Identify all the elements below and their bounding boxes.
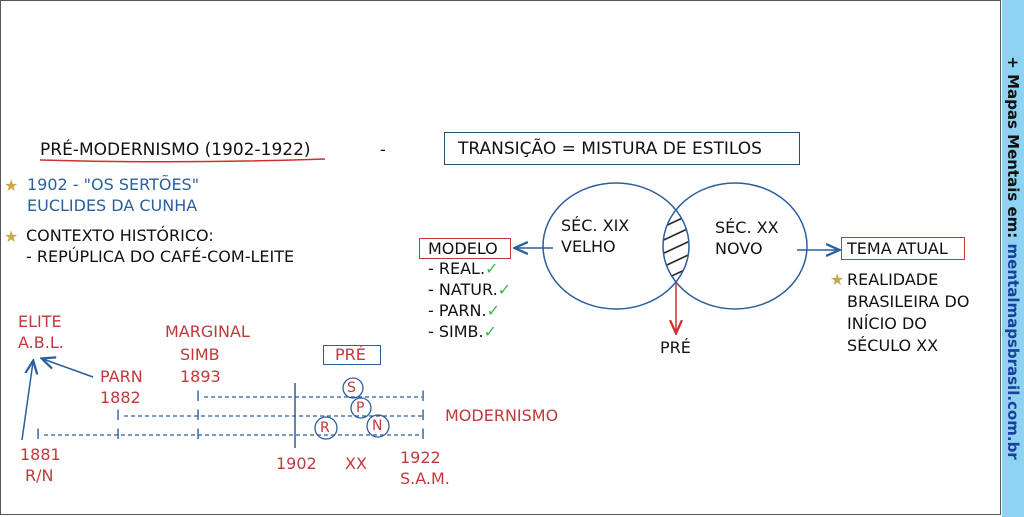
arrow-parn-to-elite bbox=[43, 359, 94, 378]
circle-label-r: R bbox=[320, 420, 330, 436]
star-icon: ★ bbox=[4, 176, 19, 195]
circle-label-p: P bbox=[356, 400, 365, 416]
simb-label: SIMB bbox=[180, 345, 220, 364]
tema-line: SÉCULO XX bbox=[847, 336, 939, 355]
timeline-tick: I bbox=[421, 389, 426, 405]
timeline-tick: I bbox=[421, 427, 426, 443]
year-1922: 1922 bbox=[400, 448, 441, 467]
modelo-item: - NATUR.✓ bbox=[428, 280, 512, 299]
timeline-tick: I bbox=[421, 408, 426, 424]
modelo-box: MODELO bbox=[419, 238, 511, 259]
marginal-label: MARGINAL bbox=[165, 322, 250, 341]
xx-label: XX bbox=[345, 454, 367, 473]
tema-line: BRASILEIRA DO bbox=[847, 292, 970, 311]
tema-label: TEMA ATUAL bbox=[847, 239, 948, 258]
check-icon: ✓ bbox=[483, 322, 498, 341]
circle-label-s: S bbox=[347, 380, 356, 396]
venn-left-line2: VELHO bbox=[561, 237, 616, 256]
parn-label: PARN bbox=[100, 367, 143, 386]
check-icon: ✓ bbox=[485, 259, 499, 278]
tema-line: INÍCIO DO bbox=[847, 314, 927, 333]
tema-box: TEMA ATUAL bbox=[841, 237, 965, 260]
tema-line: REALIDADE bbox=[847, 270, 939, 289]
star-icon: ★ bbox=[830, 270, 845, 289]
year-1882: 1882 bbox=[100, 388, 141, 407]
modelo-item: - SIMB.✓ bbox=[428, 322, 498, 341]
timeline-tick: I bbox=[116, 427, 121, 443]
sam-label: S.A.M. bbox=[400, 469, 450, 488]
page-title: PRÉ-MODERNISMO (1902-1922) bbox=[40, 140, 311, 160]
venn-right-line2: NOVO bbox=[715, 239, 763, 258]
check-icon: ✓ bbox=[497, 280, 512, 299]
note-contexto-line2: - REPÚPLICA DO CAFÉ-COM-LEITE bbox=[26, 247, 295, 266]
year-1893: 1893 bbox=[180, 367, 221, 386]
circle-label-n: N bbox=[372, 418, 383, 434]
sidebar-url-link[interactable]: mentalmapsbrasil.com.br bbox=[1004, 243, 1022, 460]
note-contexto-line1: CONTEXTO HISTÓRICO: bbox=[26, 226, 214, 245]
check-icon: ✓ bbox=[486, 301, 501, 320]
sidebar-text: + Mapas Mentais em: mentalmapsbrasil.com… bbox=[1004, 56, 1022, 460]
venn-intersection-label: PRÉ bbox=[660, 338, 691, 357]
rn-label: R/N bbox=[25, 466, 54, 485]
note-sertoes-line2: EUCLIDES DA CUNHA bbox=[27, 196, 198, 215]
pre-box: PRÉ bbox=[323, 345, 381, 365]
title-underline bbox=[39, 158, 326, 163]
transition-text: TRANSIÇÃO = MISTURA DE ESTILOS bbox=[458, 139, 762, 159]
pre-box-label: PRÉ bbox=[335, 345, 366, 364]
timeline-tick: I bbox=[196, 427, 201, 443]
timeline-tick: I bbox=[36, 427, 41, 443]
timeline-tick: I bbox=[116, 408, 121, 424]
sidebar-banner bbox=[1002, 0, 1024, 517]
abl-label: A.B.L. bbox=[18, 333, 64, 352]
modelo-item: - REAL.✓ bbox=[428, 259, 499, 278]
style-circles bbox=[314, 377, 390, 440]
modelo-item: - PARN.✓ bbox=[428, 301, 501, 320]
venn-right-line1: SÉC. XX bbox=[715, 218, 779, 237]
diagram-lines bbox=[21, 158, 1001, 448]
arrow-rn-to-elite bbox=[21, 362, 33, 441]
timeline-tick: I bbox=[196, 408, 201, 424]
canvas-frame bbox=[0, 0, 1001, 515]
title-dash: - bbox=[380, 140, 386, 159]
year-1902: 1902 bbox=[276, 454, 317, 473]
note-sertoes-line1: 1902 - "OS SERTÕES" bbox=[27, 175, 200, 194]
transition-box: TRANSIÇÃO = MISTURA DE ESTILOS bbox=[444, 132, 800, 165]
modernismo-label: MODERNISMO bbox=[445, 406, 559, 425]
venn-left-circle bbox=[542, 182, 690, 310]
elite-label: ELITE bbox=[18, 312, 62, 331]
year-1881: 1881 bbox=[20, 445, 61, 464]
timeline-tick: I bbox=[196, 389, 201, 405]
star-icon: ★ bbox=[4, 227, 19, 246]
venn-right-circle bbox=[662, 182, 808, 310]
modelo-label: MODELO bbox=[428, 239, 498, 258]
venn-left-line1: SÉC. XIX bbox=[561, 216, 630, 235]
